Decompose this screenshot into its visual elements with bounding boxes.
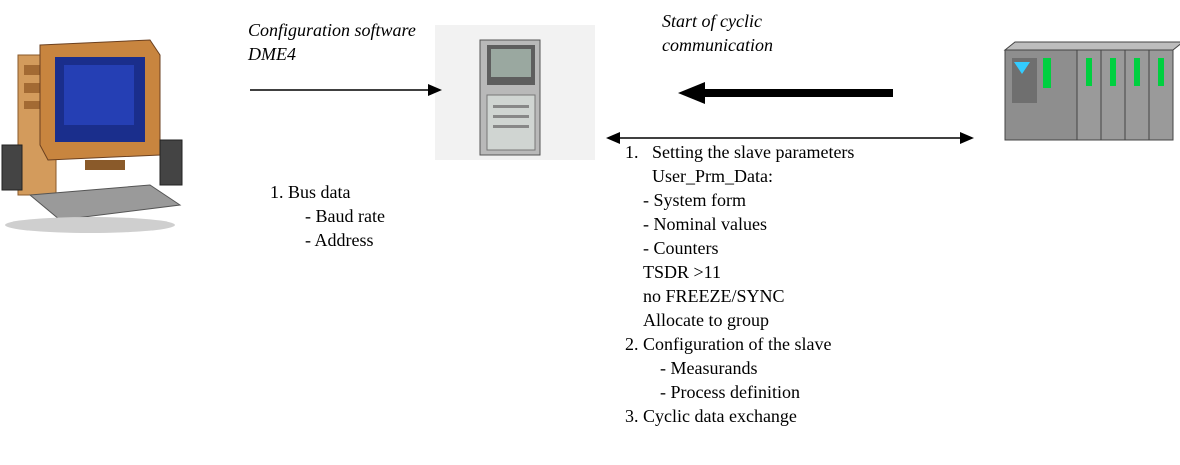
slave-config-item: - Measurands [660, 358, 758, 378]
slave-config-item: - Process definition [660, 382, 800, 402]
bus-data-item: - Address [305, 230, 374, 250]
config-software-label: Configuration software DME4 [248, 18, 416, 66]
slave-params-line: 1. Setting the slave parameters [625, 142, 855, 162]
slave-config-title: 2. Configuration of the slave [625, 334, 832, 354]
bus-data-item: - Baud rate [305, 206, 385, 226]
desktop-computer-icon [1, 39, 183, 233]
bus-data-title: 1. Bus data [270, 182, 351, 202]
bus-data-block: 1. Bus data - Baud rate - Address [270, 180, 385, 252]
plc-master-icon [1003, 41, 1180, 141]
config-software-line-2: DME4 [248, 44, 296, 64]
slave-params-line: - Nominal values [643, 214, 767, 234]
slave-params-line: - System form [643, 190, 746, 210]
slave-params-line: Allocate to group [643, 310, 769, 330]
cyclic-exchange-title: 3. Cyclic data exchange [625, 406, 797, 426]
cyclic-label-line-1: Start of cyclic [662, 11, 762, 31]
slave-params-line: no FREEZE/SYNC [643, 286, 785, 306]
cyclic-communication-label: Start of cyclic communication [662, 9, 773, 57]
slave-params-line: User_Prm_Data: [643, 166, 773, 186]
slave-procedure-block: 1. Setting the slave parameters User_Prm… [625, 140, 854, 428]
slave-params-line: TSDR >11 [643, 262, 721, 282]
measuring-device-icon [435, 25, 595, 160]
slave-params-line: - Counters [643, 238, 719, 258]
cyclic-label-line-2: communication [662, 35, 773, 55]
config-software-line-1: Configuration software [248, 20, 416, 40]
